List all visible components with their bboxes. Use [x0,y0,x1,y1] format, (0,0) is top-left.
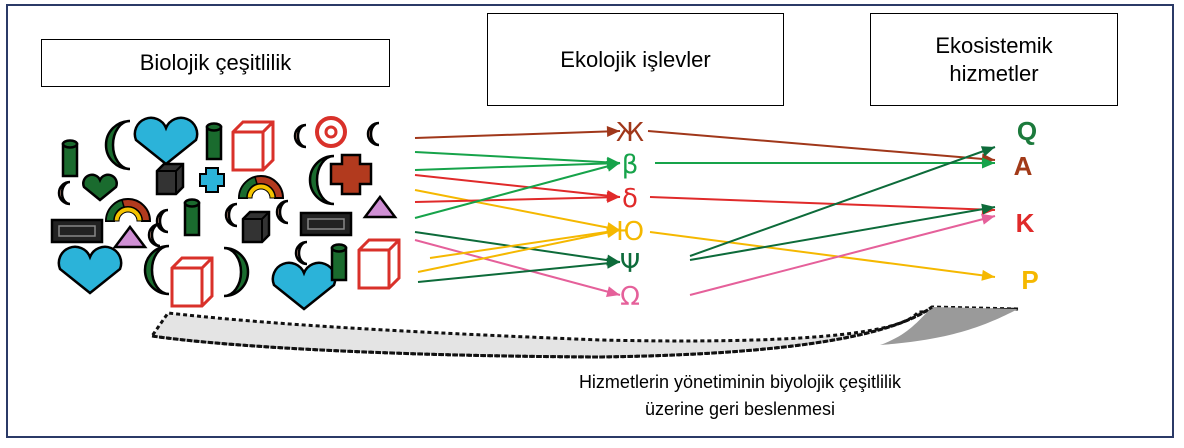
function-symbol: Ω [620,282,640,312]
feedback-caption: Hizmetlerin yönetiminin biyolojik çeşitl… [578,372,902,419]
figure-frame [6,4,1174,438]
link-arrow [414,162,621,219]
link-arrow-head [606,286,620,297]
link-arrow [649,231,996,278]
ecosystem-services-header: Ekosistemik hizmetler [870,13,1118,106]
function-symbol: Ю [616,217,644,247]
function-symbol: β [622,150,639,180]
function-symbol: δ [622,184,638,214]
ecological-functions-header: Ekolojik işlevler [487,13,784,106]
link-arrow-head [606,125,620,137]
function-symbol: Ψ [620,249,640,279]
service-letter: Q [1017,116,1037,146]
link-arrow [414,231,621,263]
link-arrow [414,151,621,164]
link-arrow [414,239,621,296]
functions-to-services-arrows [647,130,996,296]
link-arrow-head [606,161,620,172]
link-arrow-head [981,269,995,281]
feedback-arrow [149,305,1019,359]
link-arrow-head [606,257,620,269]
link-arrow-head [981,213,995,225]
link-arrow-head [606,227,620,239]
link-arrow [689,215,996,296]
link-arrow-head [980,146,995,157]
link-arrow [417,261,621,283]
link-arrow-head [981,203,995,215]
link-arrow [414,189,621,231]
link-arrow [649,196,996,211]
link-arrow-head [982,157,995,169]
link-arrow [689,206,996,261]
cross-icon [329,153,373,196]
target-icon [315,116,347,148]
function-symbol: Ж [616,118,644,148]
biodiversity-species-cluster [50,116,401,311]
service-letter: K [1016,208,1035,238]
link-arrow [414,162,621,171]
link-arrow [414,174,621,198]
service-letter: A [1014,151,1033,181]
biodiversity-to-functions-arrows [414,125,621,297]
link-arrow [647,130,996,161]
link-arrow [417,229,621,273]
service-letter: P [1021,265,1038,295]
link-arrow [414,130,621,139]
link-arrow-head [606,191,620,203]
link-arrow [414,196,621,203]
biodiversity-header: Biolojik çeşitlilik [41,39,390,87]
link-arrow [689,146,996,257]
plus-icon [199,167,225,193]
link-arrow [429,229,621,259]
